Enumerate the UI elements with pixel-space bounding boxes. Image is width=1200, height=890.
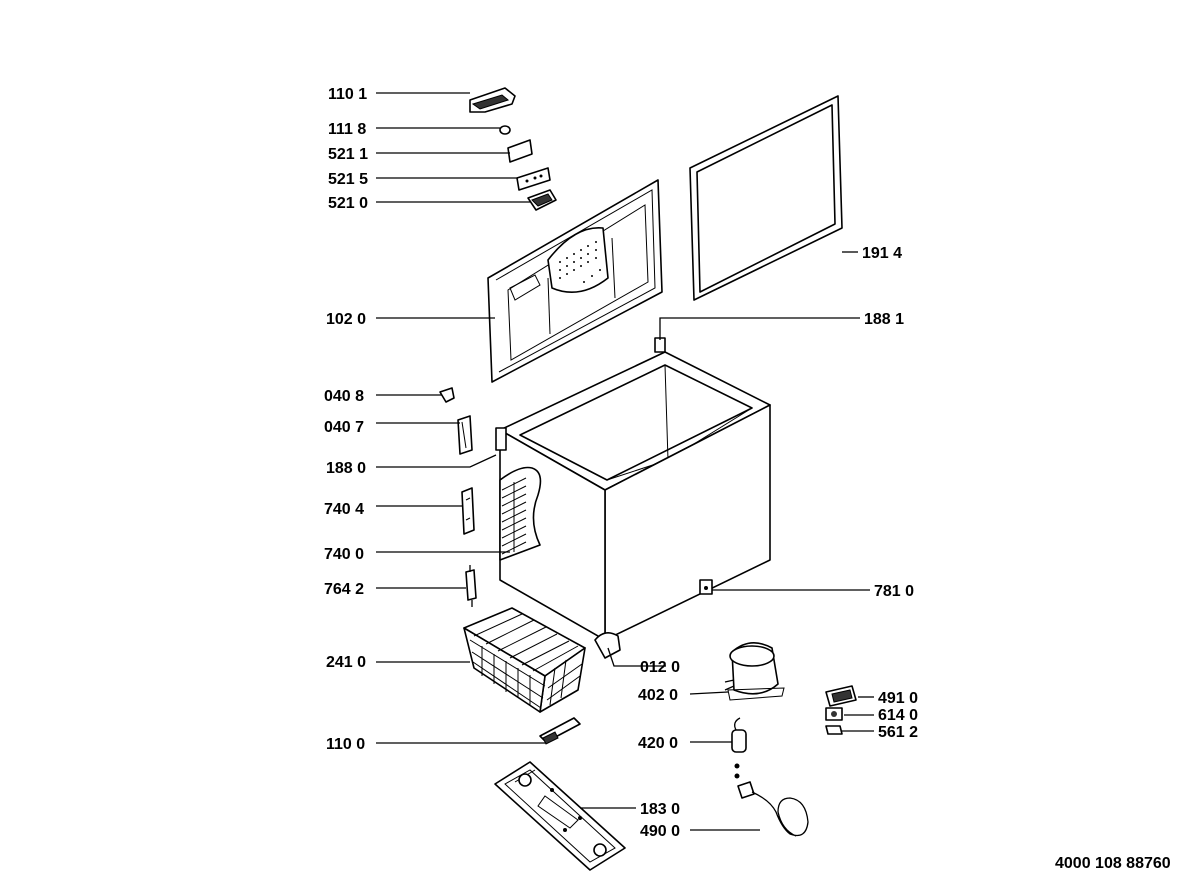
label-521-0: 521 0: [328, 195, 368, 212]
wire-basket-part: [463, 607, 586, 713]
label-491-0: 491 0: [878, 690, 918, 707]
lid-part: [487, 179, 663, 383]
light-holder-part: [527, 189, 557, 211]
condenser-bracket-part: [461, 487, 475, 535]
label-188-0: 188 0: [326, 460, 366, 477]
label-191-4: 191 4: [862, 245, 902, 262]
capacitor-part: [731, 717, 747, 779]
overload-part: [825, 725, 843, 735]
label-521-1: 521 1: [328, 146, 368, 163]
label-764-2: 764 2: [324, 581, 364, 598]
label-781-0: 781 0: [874, 583, 914, 600]
label-040-8: 040 8: [324, 388, 364, 405]
relay-part: [825, 707, 843, 721]
label-521-5: 521 5: [328, 171, 368, 188]
hinge-part: [457, 415, 473, 455]
label-110-0: 110 0: [326, 736, 365, 753]
drier-part: [465, 565, 477, 607]
document-code: 4000 108 88760: [1055, 855, 1171, 872]
label-183-0: 183 0: [640, 801, 680, 818]
compressor-part: [724, 642, 785, 701]
label-040-7: 040 7: [324, 419, 364, 436]
indicator-plate-part: [507, 139, 533, 163]
label-740-4: 740 4: [324, 501, 364, 518]
label-241-0: 241 0: [326, 654, 366, 671]
lid-gasket-part: [689, 95, 843, 301]
hinge-cover-part: [539, 717, 581, 745]
label-490-0: 490 0: [640, 823, 680, 840]
label-012-0: 012 0: [640, 659, 680, 676]
label-102-0: 102 0: [326, 311, 366, 328]
power-cord-part: [737, 781, 809, 837]
label-402-0: 402 0: [638, 687, 678, 704]
leader-lines: [376, 92, 874, 831]
label-561-2: 561 2: [878, 724, 918, 741]
cabinet-part: [495, 337, 771, 659]
base-plate-part: [494, 761, 626, 871]
knob-part: [499, 125, 511, 135]
label-614-0: 614 0: [878, 707, 918, 724]
label-110-1: 110 1: [328, 86, 367, 103]
label-188-1: 188 1: [864, 311, 904, 328]
label-420-0: 420 0: [638, 735, 678, 752]
label-111-8: 111 8: [328, 121, 366, 138]
label-740-0: 740 0: [324, 546, 364, 563]
hinge-clip-part: [439, 387, 455, 403]
indicator-bracket-part: [516, 167, 551, 191]
relay-cover-part: [825, 685, 857, 707]
lid-handle-part: [469, 87, 516, 113]
